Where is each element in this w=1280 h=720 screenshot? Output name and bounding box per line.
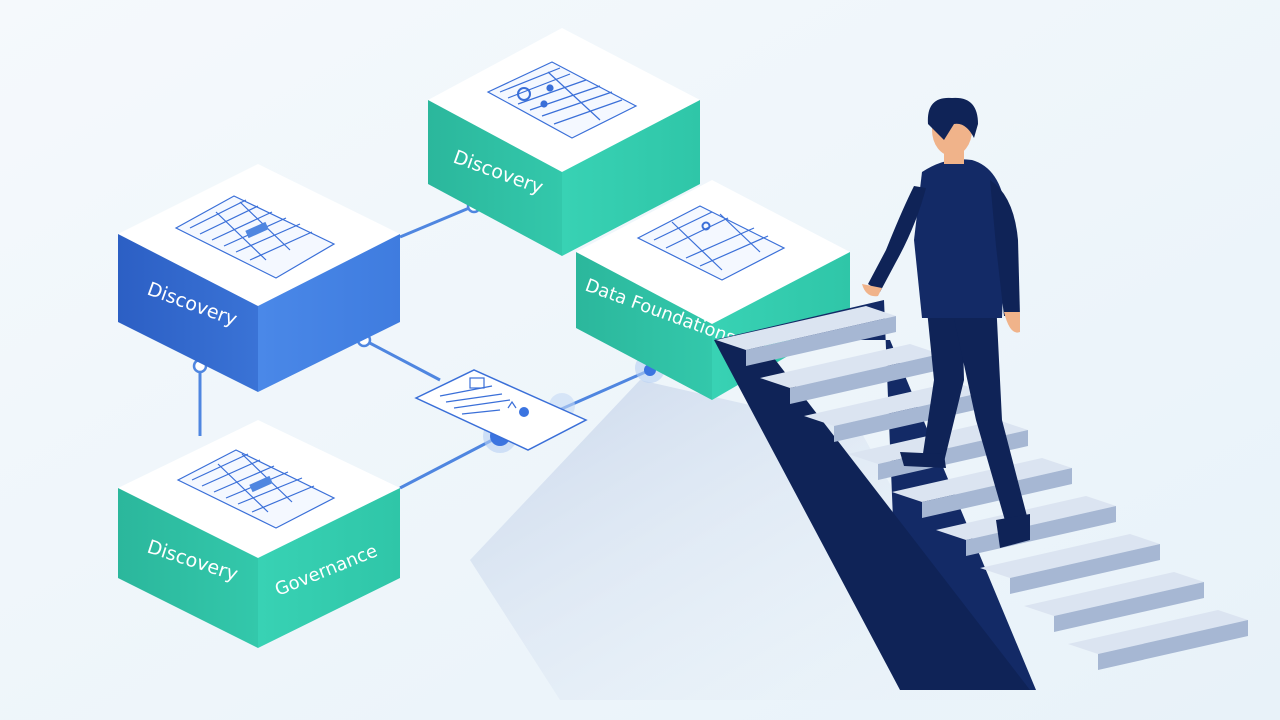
person-back-shoe <box>900 452 946 468</box>
person-torso <box>914 159 1006 318</box>
document-icon <box>486 61 638 139</box>
stair-step-riser <box>790 354 940 404</box>
person-back-leg <box>922 300 964 462</box>
stair-step-top <box>1068 610 1248 654</box>
person-hair <box>927 97 978 140</box>
person-right-arm <box>990 180 1020 316</box>
stair-step-top <box>1024 572 1204 616</box>
connector-left-card <box>363 338 441 382</box>
person-left-hand <box>862 284 882 297</box>
stair-step-riser <box>1054 582 1204 632</box>
stair-step-top <box>716 306 896 350</box>
block-top-discovery: Discovery <box>428 28 700 256</box>
stair-step-top <box>892 458 1072 502</box>
stair-side-body <box>714 340 1030 690</box>
stair-step-top <box>980 534 1160 578</box>
stair-step-riser <box>1010 544 1160 594</box>
document-icon <box>636 205 786 281</box>
person-right-hand <box>1004 312 1020 333</box>
document-icon <box>174 195 336 279</box>
stair-step-riser <box>1098 620 1248 670</box>
connector-bottom-card <box>399 434 501 490</box>
document-icon <box>176 449 336 529</box>
person-front-shoe <box>996 514 1030 548</box>
block-left-discovery: Discovery <box>118 164 400 392</box>
person-walking <box>862 97 1030 548</box>
stair-step-top <box>760 344 940 388</box>
person-front-leg <box>950 300 1028 524</box>
connector-left-top <box>399 204 475 239</box>
stair-side <box>714 300 1036 690</box>
floating-document-card <box>414 369 588 451</box>
block-bottom-discovery-governance: Discovery Governance <box>118 420 400 648</box>
stair-step-riser <box>922 468 1072 518</box>
person-left-arm <box>868 186 926 292</box>
stair-step-riser <box>746 316 896 366</box>
